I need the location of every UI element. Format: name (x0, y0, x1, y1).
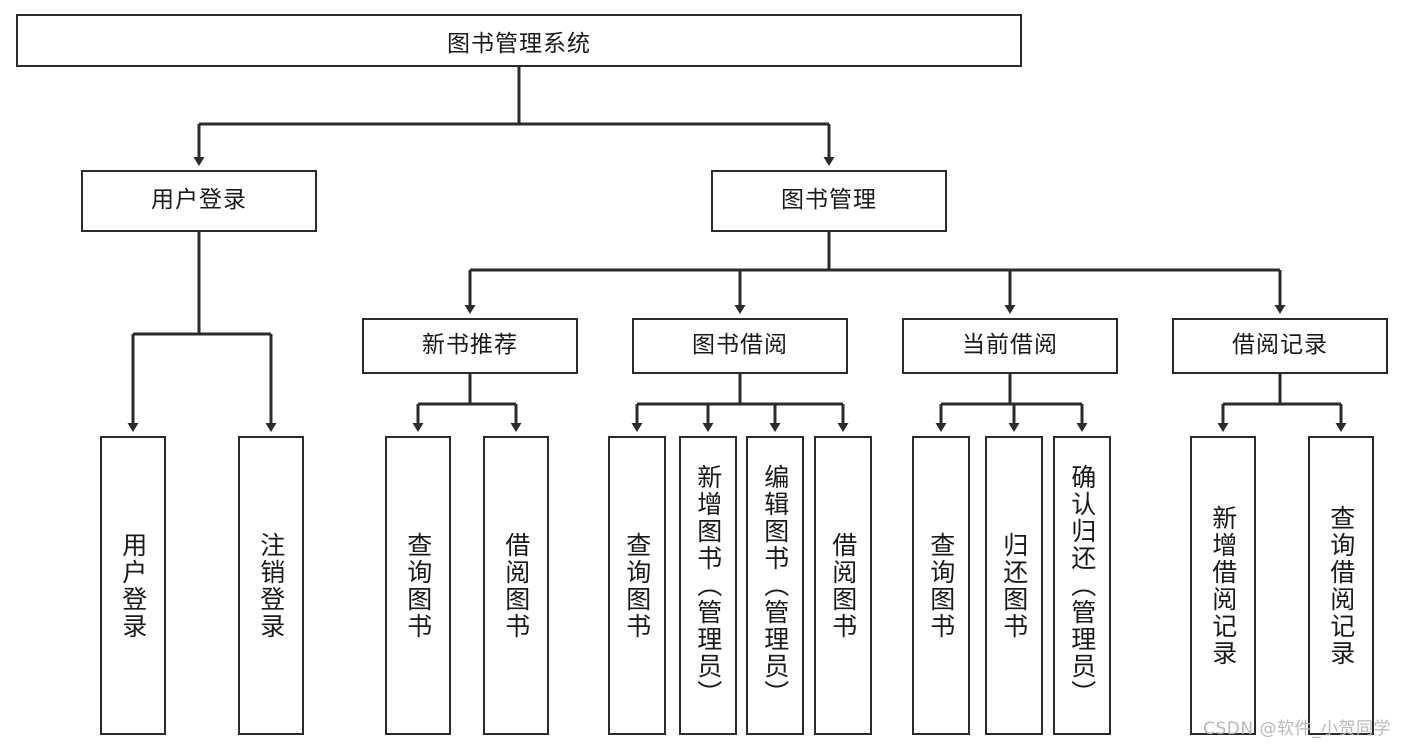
leaf-borrow-book-recommend[interactable]: 借阅图书 (483, 436, 549, 735)
leaf-query-book-borrow-label: 查询图书 (622, 531, 652, 640)
watermark: CSDN @软件_小贺同学 (1203, 719, 1391, 739)
node-borrow-record[interactable]: 借阅记录 (1172, 318, 1388, 374)
leaf-confirm-return-admin-label: 确认归还（管理员） (1067, 464, 1097, 707)
node-current-borrow[interactable]: 当前借阅 (902, 318, 1118, 374)
leaf-edit-book-admin[interactable]: 编辑图书（管理员） (746, 436, 804, 735)
leaf-query-book-current-label: 查询图书 (926, 531, 956, 640)
node-root[interactable]: 图书管理系统 (16, 14, 1022, 67)
leaf-user-logout-label: 注销登录 (256, 531, 286, 640)
leaf-borrow-book[interactable]: 借阅图书 (814, 436, 872, 735)
leaf-borrow-book-label: 借阅图书 (828, 531, 858, 640)
leaf-query-book-recommend-label: 查询图书 (403, 531, 433, 640)
leaf-user-logout[interactable]: 注销登录 (238, 436, 304, 735)
leaf-query-borrow-record-label: 查询借阅记录 (1326, 504, 1356, 667)
node-book-borrow[interactable]: 图书借阅 (632, 318, 848, 374)
node-book-borrow-label: 图书借阅 (692, 332, 788, 359)
leaf-query-book-borrow[interactable]: 查询图书 (608, 436, 666, 735)
node-root-label: 图书管理系统 (447, 30, 591, 57)
leaf-borrow-book-recommend-label: 借阅图书 (501, 531, 531, 640)
leaf-confirm-return-admin[interactable]: 确认归还（管理员） (1053, 436, 1111, 735)
leaf-return-book[interactable]: 归还图书 (985, 436, 1043, 735)
node-new-book-recommend[interactable]: 新书推荐 (362, 318, 578, 374)
leaf-add-borrow-record[interactable]: 新增借阅记录 (1190, 436, 1256, 735)
node-user-login[interactable]: 用户登录 (81, 170, 317, 232)
leaf-query-book-current[interactable]: 查询图书 (912, 436, 970, 735)
leaf-user-login[interactable]: 用户登录 (100, 436, 166, 735)
leaf-query-borrow-record[interactable]: 查询借阅记录 (1308, 436, 1374, 735)
leaf-edit-book-admin-label: 编辑图书（管理员） (760, 464, 790, 707)
node-borrow-record-label: 借阅记录 (1232, 332, 1328, 359)
node-current-borrow-label: 当前借阅 (962, 332, 1058, 359)
leaf-add-book-admin[interactable]: 新增图书（管理员） (679, 436, 737, 735)
leaf-query-book-recommend[interactable]: 查询图书 (385, 436, 451, 735)
node-user-login-label: 用户登录 (151, 187, 247, 214)
leaf-add-borrow-record-label: 新增借阅记录 (1208, 504, 1238, 667)
leaf-user-login-label: 用户登录 (118, 531, 148, 640)
node-book-manage[interactable]: 图书管理 (711, 170, 947, 232)
node-book-manage-label: 图书管理 (781, 187, 877, 214)
node-new-book-recommend-label: 新书推荐 (422, 332, 518, 359)
leaf-add-book-admin-label: 新增图书（管理员） (693, 464, 723, 707)
leaf-return-book-label: 归还图书 (999, 531, 1029, 640)
